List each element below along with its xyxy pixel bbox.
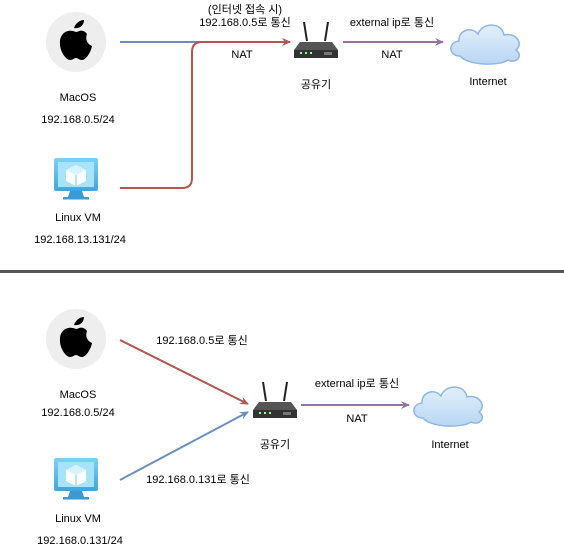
top-mac-ip: 192.168.0.5/24	[41, 114, 115, 126]
bottom-vm-ip: 192.168.0.131/24	[37, 535, 123, 547]
apple-icon	[46, 12, 106, 72]
bottom-nat-label: NAT	[346, 413, 368, 425]
top-router-name: 공유기	[300, 79, 332, 91]
virtual-machine-icon	[53, 457, 99, 500]
bottom-vm-name: Linux VM	[55, 513, 101, 525]
top-mac-name: MacOS	[59, 92, 97, 104]
bottom-external-label: external ip로 통신	[314, 378, 400, 390]
top-vm-name: Linux VM	[55, 212, 101, 224]
top-access-label: (인터넷 접속 시)	[207, 4, 283, 16]
bottom-router-name: 공유기	[259, 439, 291, 451]
apple-icon	[46, 309, 106, 369]
router-icon	[252, 381, 298, 419]
bottom-vm-comm-label: 192.168.0.131로 통신	[146, 474, 250, 486]
top-vm-ip: 192.168.13.131/24	[34, 234, 126, 246]
top-nat-left-label: NAT	[231, 49, 253, 61]
top-nat-right-label: NAT	[381, 49, 403, 61]
top-link-vm-to-router	[120, 38, 291, 189]
top-diagram	[46, 12, 521, 200]
virtual-machine-icon	[53, 157, 99, 200]
router-icon	[293, 21, 339, 59]
bottom-diagram	[46, 309, 484, 500]
section-divider	[0, 270, 564, 273]
cloud-icon	[450, 24, 521, 65]
bottom-internet-name: Internet	[431, 439, 469, 451]
bottom-link-vm-to-router	[119, 411, 249, 481]
bottom-mac-name: MacOS	[59, 389, 97, 401]
top-mac-comm-label: 192.168.0.5로 통신	[199, 17, 291, 29]
top-external-label: external ip로 통신	[349, 17, 435, 29]
cloud-icon	[413, 386, 484, 427]
top-internet-name: Internet	[469, 76, 507, 88]
bottom-mac-comm-label: 192.168.0.5로 통신	[156, 335, 248, 347]
bottom-mac-ip: 192.168.0.5/24	[41, 407, 115, 419]
bottom-link-mac-to-router	[119, 339, 249, 405]
